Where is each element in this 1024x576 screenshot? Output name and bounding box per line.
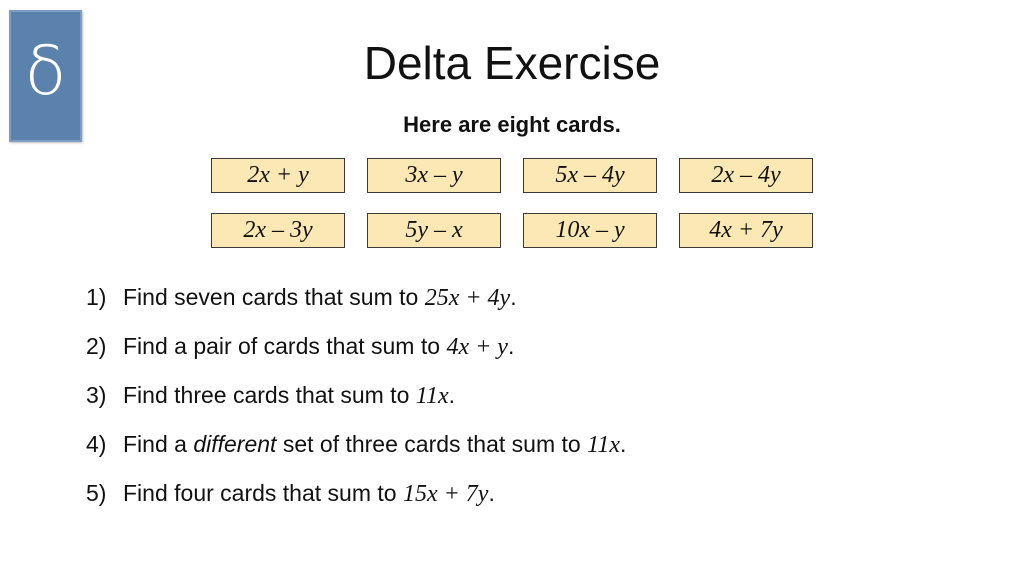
math-expression: 25x + 4y	[424, 285, 511, 311]
card: 5y – x	[367, 213, 501, 248]
question-number: 4)	[86, 431, 107, 457]
card: 5x – 4y	[523, 158, 657, 193]
question-item: 3) Find three cards that sum to 11x.	[86, 380, 986, 429]
question-item: 1) Find seven cards that sum to 25x + 4y…	[86, 282, 986, 331]
page-title: Delta Exercise	[363, 37, 661, 89]
card: 2x – 3y	[211, 213, 345, 248]
page-subtitle: Here are eight cards.	[403, 112, 621, 137]
question-item: 5) Find four cards that sum to 15x + 7y.	[86, 478, 986, 527]
math-expression: 4x + y	[446, 334, 508, 360]
question-item: 4) Find a different set of three cards t…	[86, 429, 986, 478]
question-number: 3)	[86, 382, 107, 408]
question-item: 2) Find a pair of cards that sum to 4x +…	[86, 331, 986, 380]
card-grid: 2x + y 3x – y 5x – 4y 2x – 4y 2x – 3y 5y…	[211, 158, 813, 248]
question-number: 2)	[86, 333, 107, 359]
card: 4x + 7y	[679, 213, 813, 248]
question-text: Find seven cards that sum to 25x + 4y.	[123, 284, 517, 311]
question-text: Find a pair of cards that sum to 4x + y.	[123, 333, 515, 360]
delta-glyph: δ	[24, 32, 67, 111]
question-list: 1) Find seven cards that sum to 25x + 4y…	[86, 282, 986, 527]
math-expression: 11x	[415, 383, 449, 409]
question-text: Find three cards that sum to 11x.	[123, 382, 456, 409]
delta-logo: δ	[9, 10, 82, 142]
question-number: 1)	[86, 284, 107, 310]
card: 10x – y	[523, 213, 657, 248]
emphasis-text: different	[193, 431, 277, 457]
card: 2x + y	[211, 158, 345, 193]
question-number: 5)	[86, 480, 107, 506]
question-text: Find four cards that sum to 15x + 7y.	[123, 480, 495, 507]
math-expression: 11x	[587, 432, 620, 458]
question-text: Find a different set of three cards that…	[123, 431, 627, 458]
card: 3x – y	[367, 158, 501, 193]
math-expression: 15x + 7y	[402, 481, 489, 507]
card: 2x – 4y	[679, 158, 813, 193]
